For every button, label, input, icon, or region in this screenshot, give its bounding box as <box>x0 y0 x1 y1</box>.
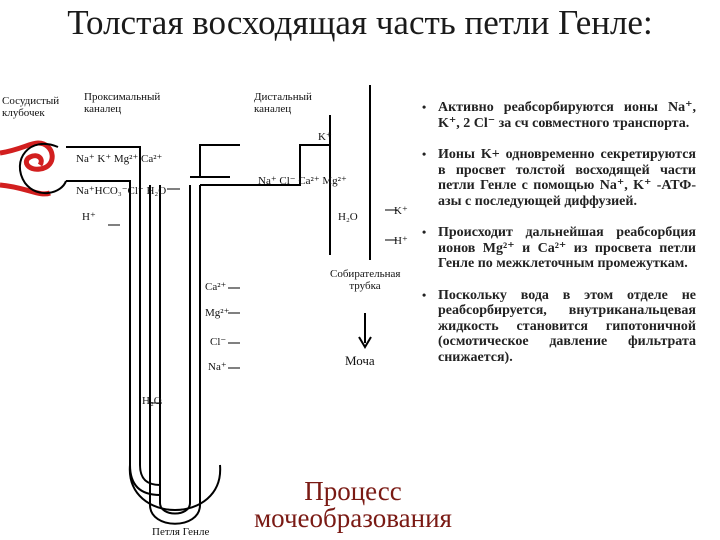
label-loop: Петля Генле <box>152 526 210 538</box>
transport-arrows <box>108 188 397 404</box>
bullet-item: • Поскольку вода в этом отделе не реабсор… <box>416 288 696 366</box>
label-ions-prox-h: H⁺ <box>82 211 96 223</box>
label-k-coll: K⁺ <box>394 205 408 217</box>
bullet-marker: • <box>422 100 427 114</box>
label-na-asc: Na⁺ <box>208 361 227 373</box>
label-h2o-coll: H₂O <box>338 211 358 223</box>
bowman-capsule <box>18 142 67 195</box>
bullet-list: • Активно реабсорбируются ионы Na⁺, K⁺, 2… <box>416 100 696 381</box>
label-ions-prox-top: Na⁺ K⁺ Mg²⁺ Ca²⁺ <box>76 153 163 165</box>
loop-of-henle <box>128 185 222 525</box>
bullet-item: • Происходит дальнейшая реабсорбция ионов… <box>416 225 696 272</box>
bullet-item: • Активно реабсорбируются ионы Na⁺, K⁺, 2… <box>416 100 696 131</box>
footer-caption: Процесс мочеобразования <box>254 476 452 533</box>
label-collecting: Собирательная трубка <box>330 268 401 292</box>
bullet-text: Ионы K+ одновременно секретируются в про… <box>438 147 696 209</box>
label-mg-asc: Mg²⁺ <box>205 307 230 319</box>
page-title: Толстая восходящая часть петли Генле: <box>67 3 653 42</box>
label-ca-asc: Ca²⁺ <box>205 281 227 293</box>
label-cl-asc: Cl⁻ <box>210 336 227 348</box>
label-ions-distal: Na⁺ Cl⁻ Ca²⁺ Mg²⁺ <box>258 175 347 187</box>
bullet-text: Активно реабсорбируются ионы Na⁺, K⁺, 2 … <box>438 100 696 131</box>
bullet-marker: • <box>422 225 427 239</box>
label-h-coll: H⁺ <box>394 235 408 247</box>
urine-arrow <box>358 313 372 349</box>
proximal-tubule <box>66 146 161 496</box>
label-proximal: Проксимальный каналец <box>84 91 161 115</box>
label-h2o-desc: H₂O <box>142 395 162 407</box>
label-k-top: K⁺ <box>318 131 332 143</box>
distal-tubule <box>190 144 310 186</box>
bullet-text: Поскольку вода в этом отделе не реабсорб… <box>438 287 696 365</box>
bullet-marker: • <box>422 287 427 302</box>
collecting-duct <box>310 85 371 260</box>
label-distal: Дистальный каналец <box>254 91 312 115</box>
bullet-item: • Ионы K+ одновременно секретируются в пр… <box>416 147 696 209</box>
bullet-text: Происходит дальнейшая реабсорбция ионов … <box>438 225 696 271</box>
bullet-marker: • <box>422 147 427 161</box>
label-vessel: Сосудистый клубочек <box>2 95 60 119</box>
label-ions-prox-mid: Na⁺HCO₃⁻Cl⁻ H₂O <box>76 185 167 197</box>
label-urine: Моча <box>345 353 375 368</box>
nephron-drawing <box>0 85 397 525</box>
nephron-diagram: Сосудистый клубочек Проксимальный канале… <box>0 85 410 540</box>
